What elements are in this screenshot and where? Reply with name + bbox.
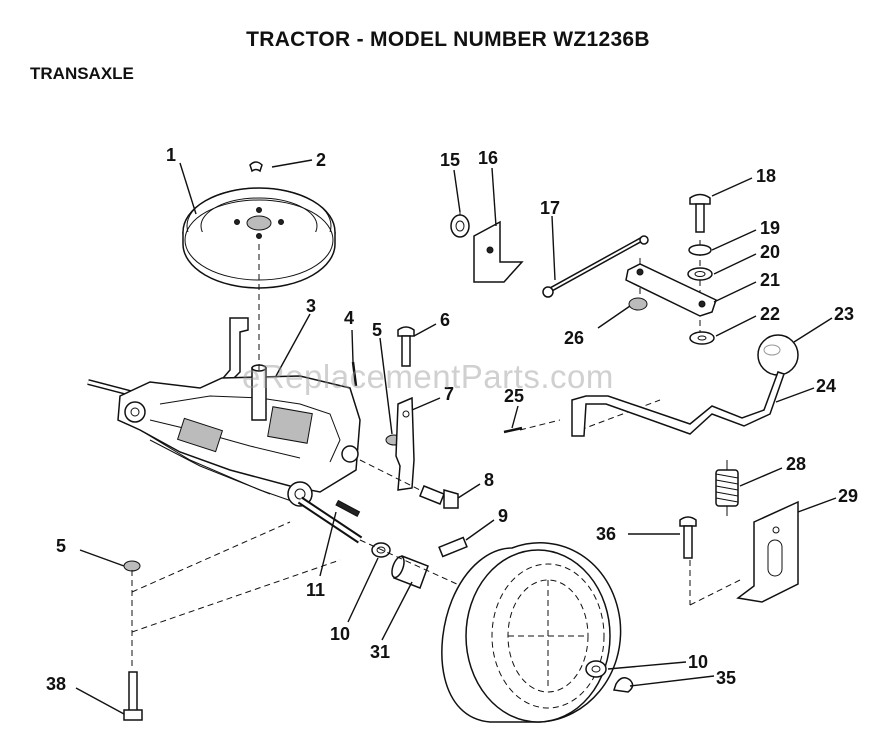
callout-17: 17 bbox=[540, 198, 560, 218]
leader-lines bbox=[75, 159, 837, 715]
transaxle-bracket bbox=[216, 317, 249, 385]
wheel bbox=[441, 542, 634, 723]
callout-10-upper: 10 bbox=[330, 624, 350, 644]
callout-labels: 1 2 3 4 5 6 7 8 9 10 11 31 5 38 15 16 17… bbox=[46, 145, 858, 694]
callout-16: 16 bbox=[478, 148, 498, 168]
callout-4: 4 bbox=[344, 308, 354, 328]
callout-7: 7 bbox=[444, 384, 454, 404]
callout-20: 20 bbox=[760, 242, 780, 262]
callout-10-lower: 10 bbox=[688, 652, 708, 672]
callout-8: 8 bbox=[484, 470, 494, 490]
pulley-part-1 bbox=[182, 187, 336, 289]
callout-35: 35 bbox=[716, 668, 736, 688]
linkage-parts bbox=[450, 193, 799, 603]
callout-18: 18 bbox=[756, 166, 776, 186]
callout-24: 24 bbox=[816, 376, 836, 396]
assembly-lines bbox=[131, 210, 741, 670]
callout-5-lower: 5 bbox=[56, 536, 66, 556]
callout-36: 36 bbox=[596, 524, 616, 544]
callout-6: 6 bbox=[440, 310, 450, 330]
watermark: eReplacementParts.com bbox=[242, 358, 614, 395]
callout-22: 22 bbox=[760, 304, 780, 324]
callout-15: 15 bbox=[440, 150, 460, 170]
callout-2: 2 bbox=[316, 150, 326, 170]
callout-28: 28 bbox=[786, 454, 806, 474]
callout-19: 19 bbox=[760, 218, 780, 238]
callout-3: 3 bbox=[306, 296, 316, 316]
callout-29: 29 bbox=[838, 486, 858, 506]
callout-25: 25 bbox=[504, 386, 524, 406]
callout-5-upper: 5 bbox=[372, 320, 382, 340]
callout-11: 11 bbox=[306, 580, 325, 600]
callout-38: 38 bbox=[46, 674, 66, 694]
transaxle-assembly bbox=[87, 364, 363, 544]
diagram-title: TRACTOR - MODEL NUMBER WZ1236B bbox=[246, 28, 650, 51]
callout-9: 9 bbox=[498, 506, 508, 526]
callout-26: 26 bbox=[564, 328, 584, 348]
callout-1: 1 bbox=[166, 145, 176, 165]
callout-21: 21 bbox=[760, 270, 780, 290]
callout-31: 31 bbox=[370, 642, 390, 662]
key-part-2 bbox=[249, 161, 263, 173]
hardware-parts bbox=[123, 326, 468, 721]
section-heading: TRANSAXLE bbox=[30, 64, 134, 83]
callout-23: 23 bbox=[834, 304, 854, 324]
